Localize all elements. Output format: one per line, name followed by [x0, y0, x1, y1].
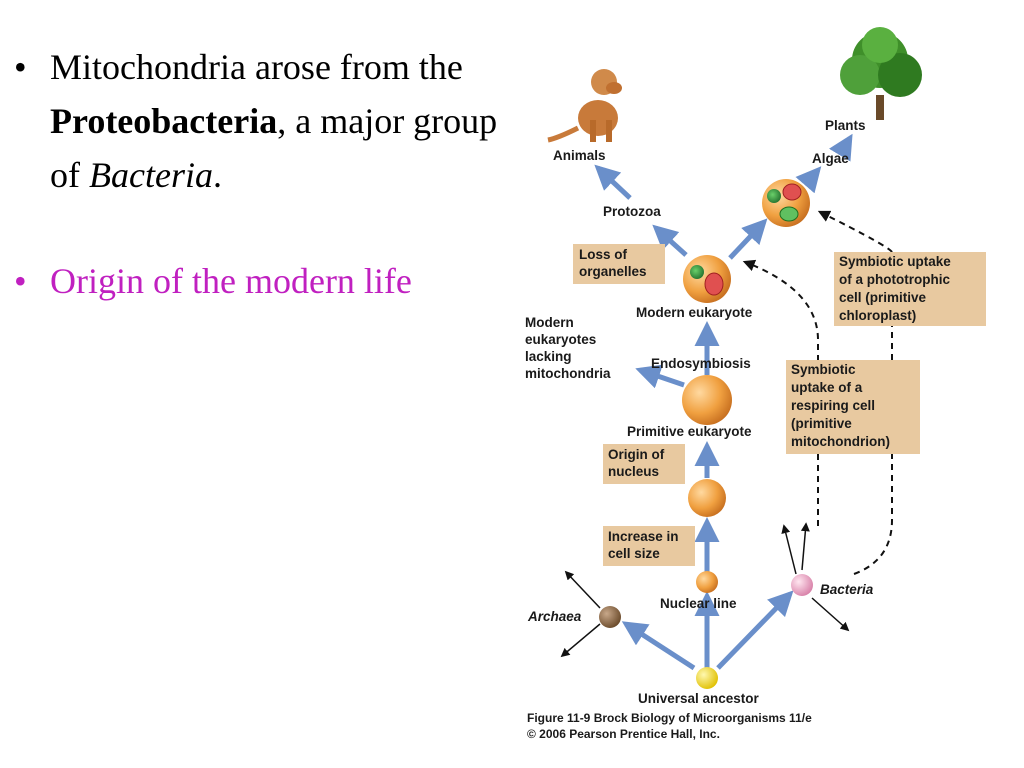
label-protozoa: Protozoa: [603, 204, 661, 219]
algae-ancestor-cell: [762, 179, 810, 227]
label-modern-eukaryote: Modern eukaryote: [636, 305, 753, 320]
evolution-arrows: [594, 133, 853, 671]
tree-icon: [840, 27, 922, 120]
box-photo-1: Symbiotic uptake: [839, 254, 951, 269]
bullet-origin-text: Origin of the modern life: [50, 261, 412, 301]
box-resp-2: uptake of a: [791, 380, 863, 395]
modern-eukaryote-cell: [683, 255, 731, 303]
bacteria-cell: [791, 574, 813, 596]
radiation-arrows: [560, 522, 850, 658]
large-cell: [688, 479, 726, 517]
box-resp-5: mitochondrion): [791, 434, 890, 449]
bullet-mitochondria: • Mitochondria arose from the Proteobact…: [14, 40, 524, 202]
label-animals: Animals: [553, 148, 606, 163]
label-algae: Algae: [812, 151, 849, 166]
box-size-2: cell size: [608, 546, 660, 561]
dog-icon: [547, 69, 622, 143]
label-bacteria: Bacteria: [820, 582, 874, 597]
figure-caption-line2: © 2006 Pearson Prentice Hall, Inc.: [527, 727, 720, 741]
box-nucleus-2: nucleus: [608, 464, 659, 479]
bullet-origin: • Origin of the modern life: [14, 254, 524, 308]
label-modern-lacking-3: lacking: [525, 349, 572, 364]
bullet-text-post: .: [212, 155, 222, 195]
bullet-list: • Mitochondria arose from the Proteobact…: [14, 40, 524, 308]
symbiosis-dashed-lines: [742, 210, 893, 575]
archaea-cell: [599, 606, 621, 628]
loss-organelles-box: [573, 244, 665, 284]
bullet-symbol: •: [14, 261, 27, 301]
label-endosymbiosis: Endosymbiosis: [651, 356, 751, 371]
bullet-symbol: •: [14, 47, 27, 87]
bullet-text-pre: Mitochondria arose from the: [50, 47, 463, 87]
label-nuclear-line: Nuclear line: [660, 596, 737, 611]
box-loss-1: Loss of: [579, 247, 628, 262]
label-modern-lacking-2: eukaryotes: [525, 332, 596, 347]
box-photo-4: chloroplast): [839, 308, 916, 323]
nuclear-line-cell: [696, 571, 718, 593]
figure-caption-line1: Figure 11-9 Brock Biology of Microorgani…: [527, 711, 812, 725]
bullet-text-mid: , a major group of: [50, 101, 498, 195]
label-universal-ancestor: Universal ancestor: [638, 691, 760, 706]
box-photo-3: cell (primitive: [839, 290, 927, 305]
origin-nucleus-box: [603, 444, 685, 484]
box-loss-2: organelles: [579, 264, 647, 279]
respiring-uptake-box: [786, 360, 920, 454]
increase-size-box: [603, 526, 695, 566]
label-primitive-eukaryote: Primitive eukaryote: [627, 424, 752, 439]
box-size-1: Increase in: [608, 529, 679, 544]
box-photo-2: of a phototrophic: [839, 272, 950, 287]
label-archaea: Archaea: [527, 609, 582, 624]
bullet-text-bold: Proteobacteria: [50, 101, 278, 141]
box-resp-4: (primitive: [791, 416, 852, 431]
universal-ancestor-cell: [696, 667, 718, 689]
box-resp-1: Symbiotic: [791, 362, 856, 377]
label-plants: Plants: [825, 118, 866, 133]
box-nucleus-1: Origin of: [608, 447, 665, 462]
bullet-text-italic: Bacteria: [89, 155, 213, 195]
box-resp-3: respiring cell: [791, 398, 875, 413]
phototroph-uptake-box: [834, 252, 986, 326]
label-modern-lacking-1: Modern: [525, 315, 574, 330]
primitive-eukaryote-cell: [682, 375, 732, 425]
label-modern-lacking-4: mitochondria: [525, 366, 611, 381]
